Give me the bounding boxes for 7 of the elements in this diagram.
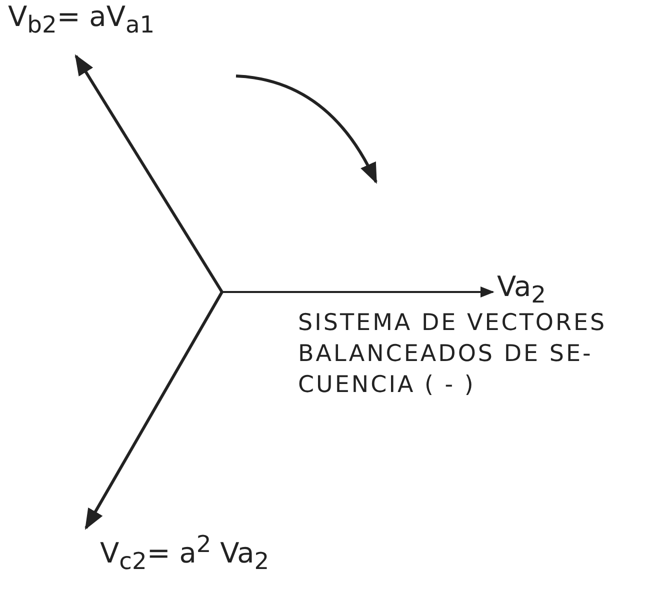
vector-label: V$_{c2}$= a$^{2}$ Va$_{2}$ <box>100 532 270 575</box>
phasor-arrow <box>84 291 224 530</box>
caption-note: SISTEMA DE VECTORES BALANCEADOS DE SE- CUENCIA ( - ) <box>298 309 608 400</box>
phasor-arrow <box>222 286 494 298</box>
vector-label: V$_{b2}$= aV$_{a1}$ <box>8 2 155 38</box>
phasor-arrow <box>74 54 224 293</box>
vector-label: Va$_{2}$ <box>497 272 546 308</box>
